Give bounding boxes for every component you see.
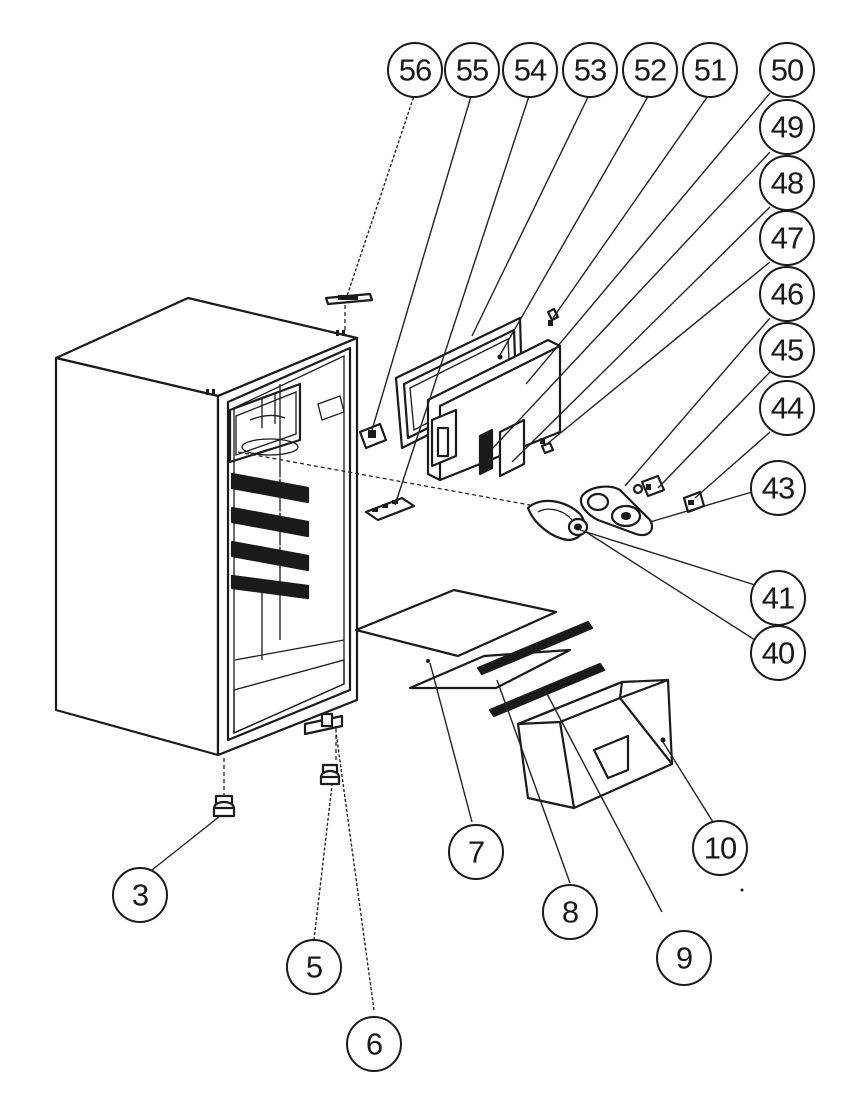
callout-52: 52 (622, 42, 678, 98)
callout-9-label: 9 (676, 941, 692, 976)
top-hinge-part (324, 292, 374, 330)
thermostat-bracket (317, 395, 388, 450)
callout-40: 40 (750, 625, 806, 681)
callout-3-label: 3 (132, 878, 148, 913)
callout-45-label: 45 (771, 333, 803, 368)
callout-48: 48 (759, 155, 815, 211)
glass-shelf (354, 588, 558, 663)
callout-41: 41 (750, 570, 806, 626)
callout-53-label: 53 (574, 53, 606, 88)
ice-tray (364, 496, 416, 522)
callout-54-label: 54 (514, 53, 547, 88)
callout-10-label: 10 (704, 831, 737, 866)
callout-46: 46 (759, 266, 815, 322)
stray-mark (740, 888, 744, 892)
callout-45: 45 (759, 322, 815, 378)
callout-5-label: 5 (306, 950, 322, 985)
shelf-strips (476, 620, 606, 718)
refrigerator-cabinet (54, 296, 359, 757)
callout-9: 9 (656, 930, 712, 986)
callout-6-label: 6 (366, 1027, 382, 1062)
callout-7-label: 7 (468, 835, 484, 870)
callout-47: 47 (759, 210, 815, 266)
callout-55: 55 (444, 42, 500, 98)
callout-5: 5 (286, 939, 342, 995)
leveling-foot-right (319, 763, 341, 786)
callout-50: 50 (759, 42, 815, 98)
callout-41-label: 41 (762, 581, 794, 616)
crisper-drawer (516, 678, 674, 810)
leveling-foot-left (212, 758, 236, 818)
callout-56-label: 56 (399, 53, 431, 88)
callout-48-label: 48 (771, 166, 803, 201)
callout-7: 7 (448, 824, 504, 880)
callout-47-label: 47 (771, 221, 803, 256)
callout-6: 6 (346, 1016, 402, 1072)
callout-53: 53 (562, 42, 618, 98)
shelf-rails (230, 469, 311, 600)
callout-55-label: 55 (456, 53, 488, 88)
callout-8: 8 (542, 884, 598, 940)
callout-56: 56 (387, 42, 443, 98)
assembly-axis (237, 451, 531, 506)
thermostat-housing (579, 485, 654, 537)
callout-50-label: 50 (771, 53, 804, 88)
callout-46-label: 46 (771, 277, 803, 312)
callout-51-label: 51 (694, 53, 726, 88)
callout-43-label: 43 (762, 471, 794, 506)
callout-49-label: 49 (771, 110, 803, 145)
callout-43: 43 (750, 460, 806, 516)
callout-3: 3 (112, 867, 168, 923)
callout-10: 10 (692, 820, 748, 876)
leader-lines (151, 92, 771, 1011)
callout-49: 49 (759, 99, 815, 155)
lamp-socket (632, 474, 666, 498)
callout-51: 51 (682, 42, 738, 98)
callout-44-label: 44 (771, 391, 804, 426)
bottom-hinge (303, 712, 344, 760)
callout-44: 44 (759, 380, 815, 436)
callout-8-label: 8 (562, 895, 578, 930)
callout-54: 54 (502, 42, 558, 98)
callout-40-label: 40 (762, 636, 795, 671)
thermostat-knob (567, 517, 589, 537)
callout-52-label: 52 (634, 53, 666, 88)
